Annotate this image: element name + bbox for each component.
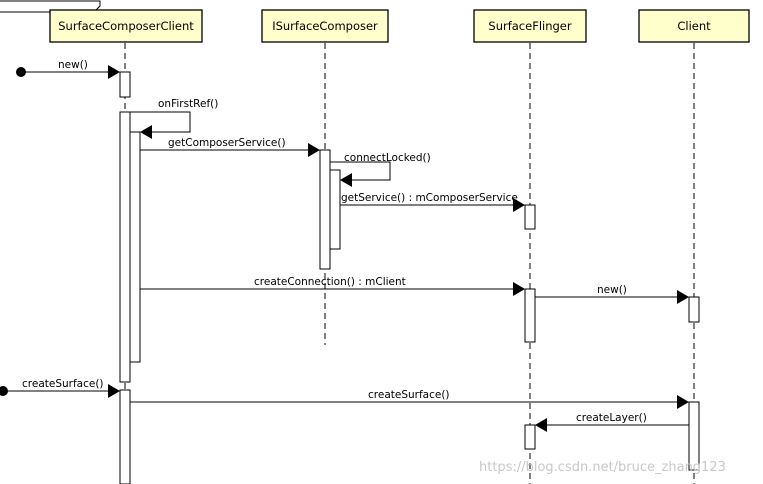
message-label: createLayer() <box>576 412 647 424</box>
participant-label: SurfaceComposerClient <box>58 19 194 33</box>
message-label: new() <box>597 284 627 296</box>
message-label: createConnection() : mClient <box>254 276 406 288</box>
participant-label: SurfaceFlinger <box>488 19 571 33</box>
participant-label: Client <box>677 19 711 33</box>
arrow-head-icon <box>340 173 352 187</box>
participant-surface-composer-client[interactable]: SurfaceComposerClient <box>49 9 203 43</box>
activation-client-create-surface <box>688 401 700 471</box>
activation-scc-create-surface <box>119 389 131 484</box>
message-label: getComposerService() <box>168 137 286 149</box>
activation-isc-main <box>319 149 331 270</box>
arrow-head-icon <box>535 418 547 432</box>
activation-sf-get-service <box>524 204 536 230</box>
activation-isc-nested <box>329 169 341 250</box>
message-on-first-ref[interactable]: onFirstRef() <box>130 98 218 139</box>
activation-scc-nested <box>129 131 141 363</box>
message-create-surface[interactable]: createSurface() <box>130 389 689 409</box>
message-create-layer[interactable]: createLayer() <box>535 412 689 432</box>
activation-client-new <box>688 296 700 323</box>
activation-scc-new <box>119 71 131 98</box>
participant-client[interactable]: Client <box>638 9 750 43</box>
message-new-scc[interactable]: new() <box>16 59 120 79</box>
activation-sf-create-connection <box>524 288 536 343</box>
arrow-head-icon <box>108 65 120 79</box>
message-label: onFirstRef() <box>158 98 218 110</box>
message-new-client[interactable]: new() <box>535 284 689 304</box>
message-label: getService() : mComposerService <box>341 192 518 204</box>
message-get-composer-service[interactable]: getComposerService() <box>140 137 320 157</box>
message-label: connectLocked() <box>344 152 431 164</box>
watermark-text: https://blog.csdn.net/bruce_zhang123 <box>479 460 726 475</box>
message-connect-locked[interactable]: connectLocked() <box>330 152 431 187</box>
message-label: createSurface() <box>22 378 104 390</box>
arrow-head-icon <box>513 282 525 296</box>
arrow-head-icon <box>677 290 689 304</box>
participant-surface-flinger[interactable]: SurfaceFlinger <box>473 9 587 43</box>
participant-label: ISurfaceComposer <box>272 19 378 33</box>
arrow-head-icon <box>108 384 120 398</box>
message-get-service[interactable]: getService() : mComposerService <box>340 192 525 212</box>
message-create-surface-found[interactable]: createSurface() <box>0 378 120 398</box>
arrow-head-icon <box>677 395 689 409</box>
activation-sf-create-layer <box>524 424 536 450</box>
message-label: new() <box>58 59 88 71</box>
arrow-head-icon <box>308 143 320 157</box>
participant-isurface-composer[interactable]: ISurfaceComposer <box>261 9 389 43</box>
message-create-connection[interactable]: createConnection() : mClient <box>140 276 525 296</box>
activation-scc-main <box>119 111 131 383</box>
arrow-head-icon <box>513 198 525 212</box>
message-label: createSurface() <box>368 389 450 401</box>
arrow-head-icon <box>140 125 152 139</box>
